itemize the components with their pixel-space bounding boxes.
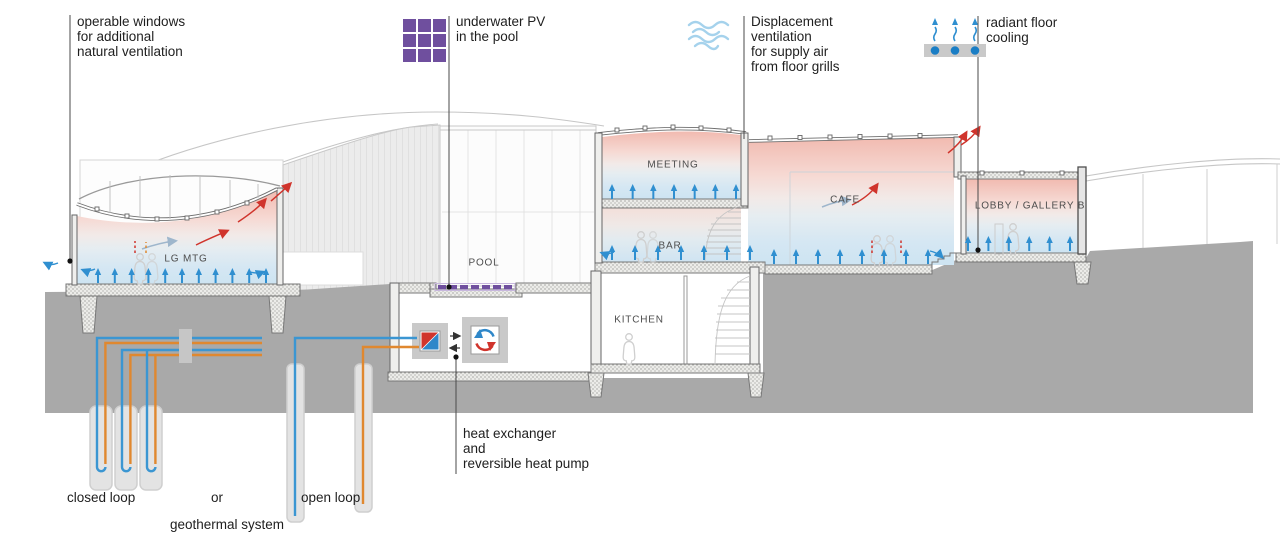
label-geothermal-system: geothermal system	[170, 517, 285, 532]
unit-flow-arrows	[448, 331, 462, 353]
room-label-bar: BAR	[658, 240, 682, 252]
label-open-loop: open loop	[301, 490, 361, 505]
label-closed-loop: closed loop	[67, 490, 136, 505]
wavy-air-icon	[687, 18, 739, 59]
label-or: or	[211, 490, 224, 505]
room-label-lobby-gallery: LOBBY / GALLERY B	[974, 200, 1086, 212]
annotation-underwater-pv: underwater PV in the pool	[456, 14, 546, 44]
warm-air-arrows	[141, 125, 981, 250]
room-label-lg-mtg: LG MTG	[164, 253, 208, 265]
body-heat-plumes	[134, 239, 902, 253]
room-label-pool: POOL	[468, 257, 500, 269]
annotation-operable-windows: operable windows for additional natural …	[77, 14, 186, 59]
radiant-floor-icon	[924, 16, 988, 65]
room-label-cafe: CAFE	[830, 194, 860, 206]
underwater-pv-strip	[434, 283, 516, 291]
pipe-manifold	[179, 329, 192, 363]
room-label-meeting: MEETING	[647, 159, 699, 171]
structure	[65, 124, 1092, 398]
room-label-kitchen: KITCHEN	[614, 314, 664, 326]
basement-rooms	[398, 272, 752, 375]
annotation-displacement-ventilation: Displacement ventilation for supply air …	[751, 14, 840, 74]
spiral-stairs	[704, 205, 751, 365]
pv-panel-icon	[403, 19, 447, 68]
annotation-heat-exchanger: heat exchanger and reversible heat pump	[463, 426, 590, 471]
side-air-curls	[42, 248, 944, 280]
geothermal-pipes	[95, 329, 419, 516]
people-figures	[133, 223, 1020, 365]
annotation-radiant-floor: radiant floor cooling	[986, 15, 1058, 45]
heat-exchanger-icon	[412, 323, 448, 359]
heat-pump-icon	[462, 317, 508, 363]
